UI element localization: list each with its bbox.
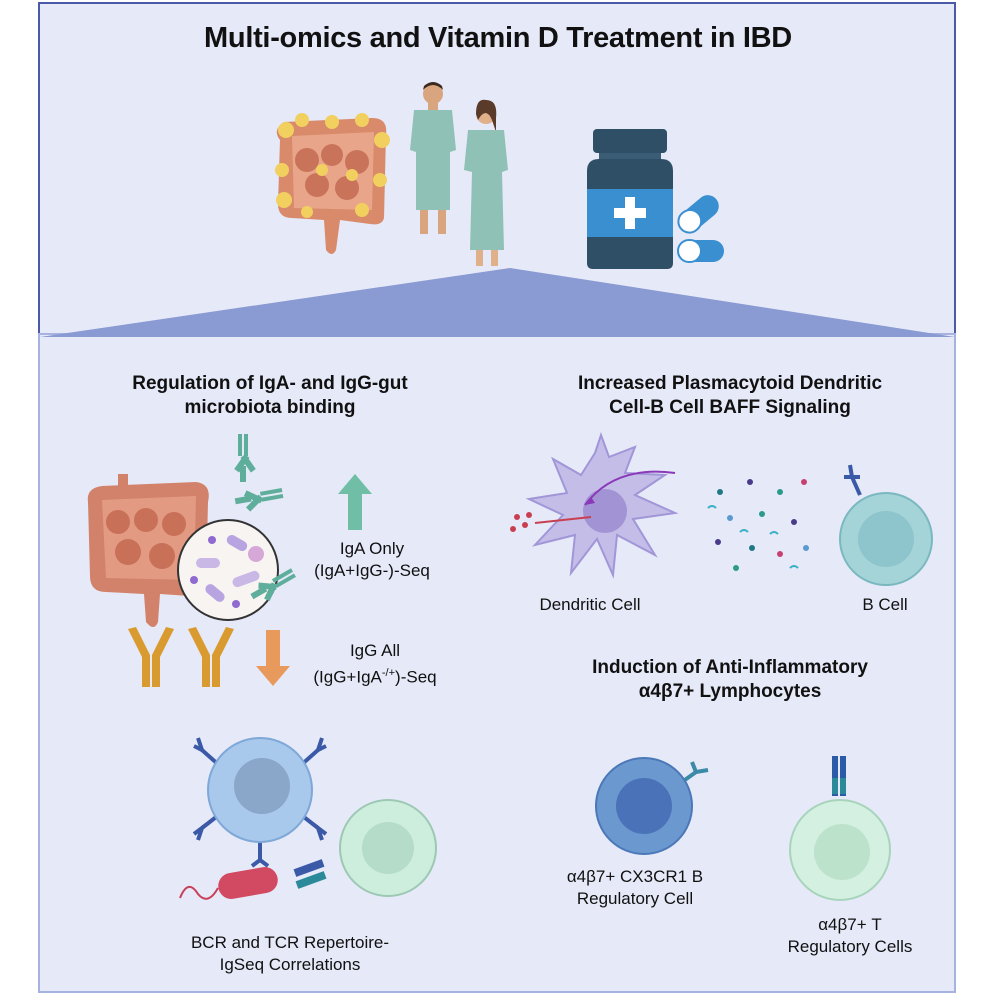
iga-only-line1: IgA Only [339, 539, 405, 558]
pdc-heading-line2: Cell-B Cell BAFF Signaling [609, 397, 851, 418]
page-title: Multi-omics and Vitamin D Treatment in I… [204, 22, 792, 54]
treg-label: α4β7+ T Regulatory Cells [770, 914, 930, 958]
igg-all-line1: IgG All [349, 641, 401, 660]
treg-line1: α4β7+ T [818, 915, 882, 934]
antibody-icon [128, 627, 234, 687]
iga-only-label: IgA Only (IgA+IgG-)-Seq [292, 538, 452, 582]
b-cell-icon [595, 757, 709, 855]
breg-line1: α4β7+ CX3CR1 B [566, 867, 704, 886]
igg-all-line2-pre: (IgG+IgA [313, 667, 382, 687]
iga-igg-heading-line1: Regulation of IgA- and IgG-gut [132, 373, 408, 394]
igg-all-line2-sup: -/+ [381, 667, 396, 679]
iga-up-arrow-icon [338, 474, 372, 530]
lymphocytes-heading-line1: Induction of Anti-Inflammatory [592, 657, 868, 678]
pdc-heading-line1: Increased Plasmacytoid Dendritic [577, 373, 883, 394]
igg-all-line2: (IgG+IgA-/+)-Seq [280, 662, 470, 689]
b-cell-icon [192, 737, 328, 868]
t-cell-icon [789, 756, 891, 901]
b-cell-label: B Cell [862, 595, 908, 614]
iga-igg-heading-line2: microbiota binding [184, 397, 356, 418]
baff-particles [707, 479, 809, 571]
igg-down-arrow-icon [256, 630, 290, 686]
repertoire-line2: IgSeq Correlations [219, 955, 361, 974]
igg-all-line2-post: )-Seq [395, 667, 437, 687]
pdc-heading: Increased Plasmacytoid Dendritic Cell-B … [520, 372, 940, 420]
igg-all-label: IgG All (IgG+IgA-/+)-Seq [280, 640, 470, 689]
medicine-bottle-icon [587, 129, 673, 269]
treg-line2: Regulatory Cells [787, 937, 913, 956]
t-cell-icon [293, 799, 437, 897]
dendritic-cell-label: Dendritic Cell [539, 595, 641, 614]
repertoire-label: BCR and TCR Repertoire- IgSeq Correlatio… [160, 932, 420, 976]
bacterium-icon [179, 867, 278, 900]
lymphocytes-heading: Induction of Anti-Inflammatory α4β7+ Lym… [520, 656, 940, 704]
colon-icon [87, 474, 209, 627]
b-cell-icon [839, 464, 933, 586]
patients-icon [410, 82, 508, 266]
breg-label: α4β7+ CX3CR1 B Regulatory Cell [540, 866, 730, 910]
pill-icon [677, 195, 724, 263]
colon-icon [275, 113, 390, 254]
dendritic-cell-icon [510, 431, 679, 579]
antibody-icon [234, 434, 296, 602]
iga-igg-heading: Regulation of IgA- and IgG-gut microbiot… [60, 372, 480, 420]
lymphocytes-heading-line2: α4β7+ Lymphocytes [638, 681, 822, 702]
repertoire-line1: BCR and TCR Repertoire- [190, 933, 390, 952]
breg-line2: Regulatory Cell [576, 889, 694, 908]
iga-only-line2: (IgA+IgG-)-Seq [314, 561, 430, 580]
